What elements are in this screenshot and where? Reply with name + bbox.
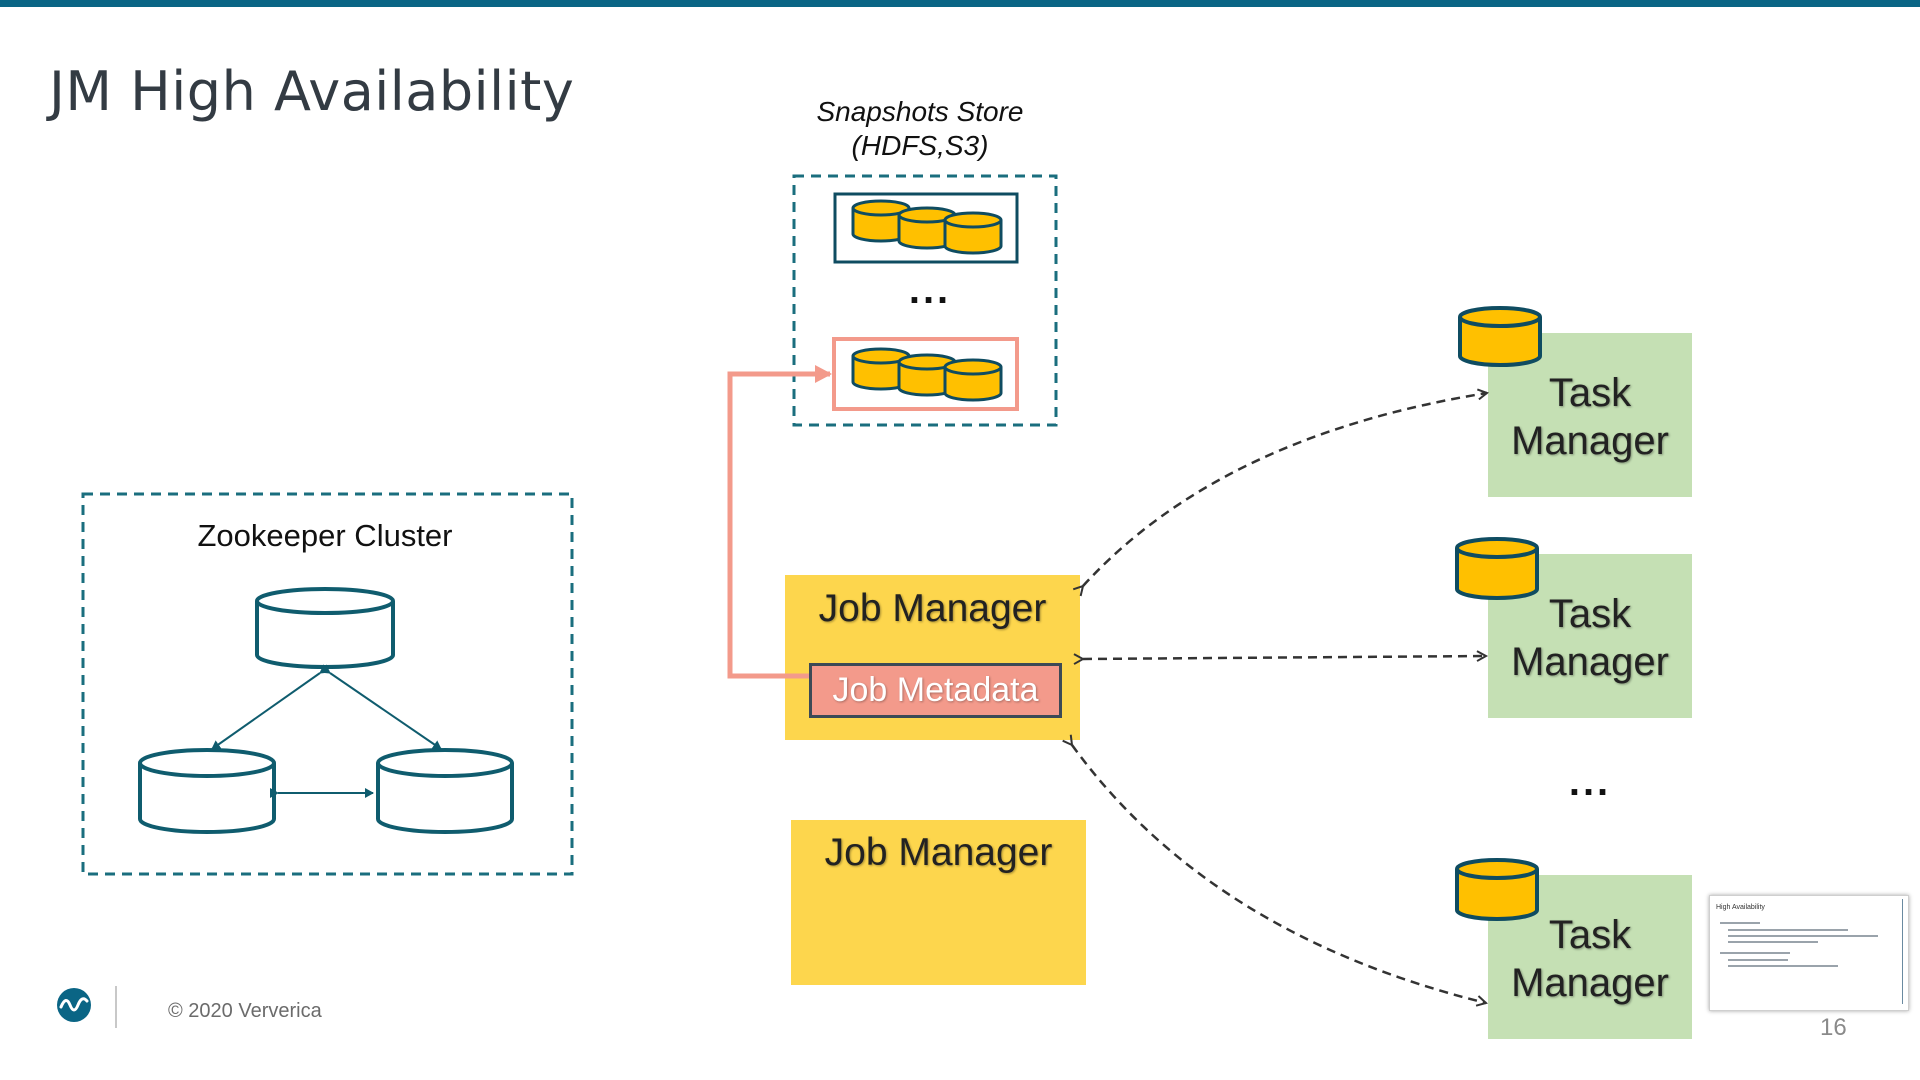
task-manager-2-line1: Task: [1548, 592, 1632, 636]
zookeeper-cluster-container: [81, 492, 574, 876]
thumbnail-line: [1728, 935, 1878, 937]
footer-divider: [115, 986, 117, 1028]
metadata-to-snapshot-arrow: [727, 365, 832, 679]
zookeeper-links: [211, 664, 442, 798]
zookeeper-cluster-title: Zookeeper Cluster: [197, 518, 453, 553]
job-metadata-box: Job Metadata: [809, 663, 1062, 718]
task-manager-1-line1: Task: [1548, 371, 1632, 415]
job-metadata-label: Job Metadata: [832, 671, 1039, 709]
zookeeper-nodes: [138, 587, 514, 834]
job-manager-active-label: Job Manager: [818, 587, 1047, 630]
slide-title: JM High Availability: [49, 60, 575, 123]
task-manager-label-2: Task Manager: [1488, 590, 1692, 686]
snapshots-ellipsis: ...: [908, 268, 952, 312]
top-accent-bar: [0, 0, 1920, 7]
task-manager-label-1: Task Manager: [1488, 369, 1692, 465]
next-slide-thumbnail[interactable]: High Availability: [1709, 895, 1909, 1011]
jm-tm-connections: [1062, 388, 1490, 1007]
thumbnail-line: [1720, 952, 1790, 954]
thumbnail-edge: [1902, 899, 1903, 1004]
thumbnail-title: High Availability: [1716, 904, 1765, 911]
snapshots-store-title-line1: Snapshots Store: [816, 96, 1024, 127]
job-manager-standby-box: [791, 820, 1086, 985]
task-manager-2-line2: Manager: [1511, 640, 1669, 684]
snapshot-group-upper: [833, 192, 1019, 264]
snapshot-disks-upper: [851, 199, 1003, 255]
task-manager-1-line2: Manager: [1511, 419, 1669, 463]
snapshots-store-title-line2: (HDFS,S3): [851, 130, 989, 161]
snapshots-store-title: Snapshots Store (HDFS,S3): [760, 95, 1080, 163]
snapshot-group-latest: [832, 337, 1019, 411]
thumbnail-line: [1728, 965, 1838, 967]
thumbnail-line: [1728, 959, 1788, 961]
job-manager-standby-label: Job Manager: [824, 831, 1053, 874]
thumbnail-line: [1720, 922, 1760, 924]
thumbnail-line: [1728, 941, 1818, 943]
task-manager-3-line1: Task: [1548, 913, 1632, 957]
task-manager-3-line2: Manager: [1511, 961, 1669, 1005]
thumbnail-line: [1728, 929, 1848, 931]
footer-copyright: © 2020 Ververica: [168, 1000, 322, 1022]
task-manager-ellipsis: ...: [1568, 760, 1612, 804]
snapshot-disks-latest: [851, 347, 1003, 402]
page-number: 16: [1820, 1014, 1847, 1041]
ververica-logo-icon: [57, 988, 91, 1022]
task-manager-label-3: Task Manager: [1488, 911, 1692, 1007]
